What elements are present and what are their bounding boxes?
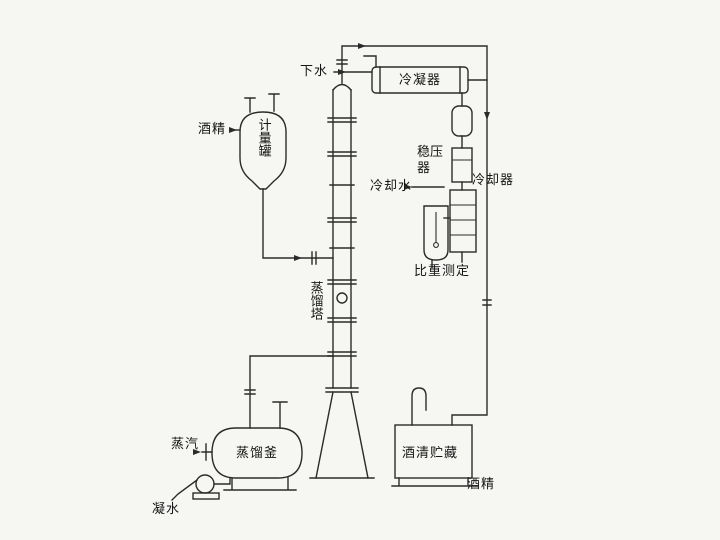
label-stabilizer: 稳压器 bbox=[417, 145, 444, 177]
label-still-kettle: 蒸馏釜 bbox=[236, 446, 279, 461]
label-steam: 蒸汽 bbox=[171, 437, 200, 452]
condenser-vessel bbox=[333, 55, 469, 94]
flow-arrows bbox=[193, 43, 490, 455]
flow-arrow bbox=[358, 43, 366, 49]
label-storage: 酒清贮藏 bbox=[402, 446, 459, 461]
label-condenser: 冷凝器 bbox=[399, 73, 442, 88]
separator-pot bbox=[451, 92, 473, 149]
flow-arrow bbox=[294, 255, 302, 261]
label-alcohol-out: 酒精 bbox=[467, 477, 496, 492]
label-drain-water: 下水 bbox=[300, 64, 329, 79]
label-column: 蒸馏塔 bbox=[307, 281, 323, 320]
label-alcohol-in: 酒精 bbox=[198, 122, 227, 137]
flow-arrow bbox=[193, 449, 201, 455]
flow-arrow bbox=[404, 184, 412, 190]
storage-tank-vessel bbox=[391, 387, 479, 487]
label-measuring-tank: 计量罐 bbox=[255, 118, 271, 157]
cooler-device bbox=[449, 189, 477, 263]
label-cooler: 冷却器 bbox=[472, 173, 515, 188]
distillation-column bbox=[309, 83, 375, 479]
label-cooling-water: 冷却水 bbox=[370, 179, 413, 194]
measuring-tank-vessel bbox=[229, 93, 334, 265]
hydrometer-jar bbox=[411, 186, 451, 269]
flow-arrow bbox=[484, 112, 490, 120]
still-kettle-vessel bbox=[201, 401, 303, 491]
label-condensate: 凝水 bbox=[152, 502, 181, 517]
label-gravity-test: 比重测定 bbox=[414, 264, 471, 279]
flow-arrow bbox=[338, 69, 346, 75]
stabilizer-device bbox=[451, 147, 473, 191]
flow-arrow bbox=[229, 127, 237, 133]
reflux-pipe bbox=[244, 355, 334, 429]
pump bbox=[171, 474, 231, 501]
vapor-and-product-pipe bbox=[336, 45, 492, 426]
